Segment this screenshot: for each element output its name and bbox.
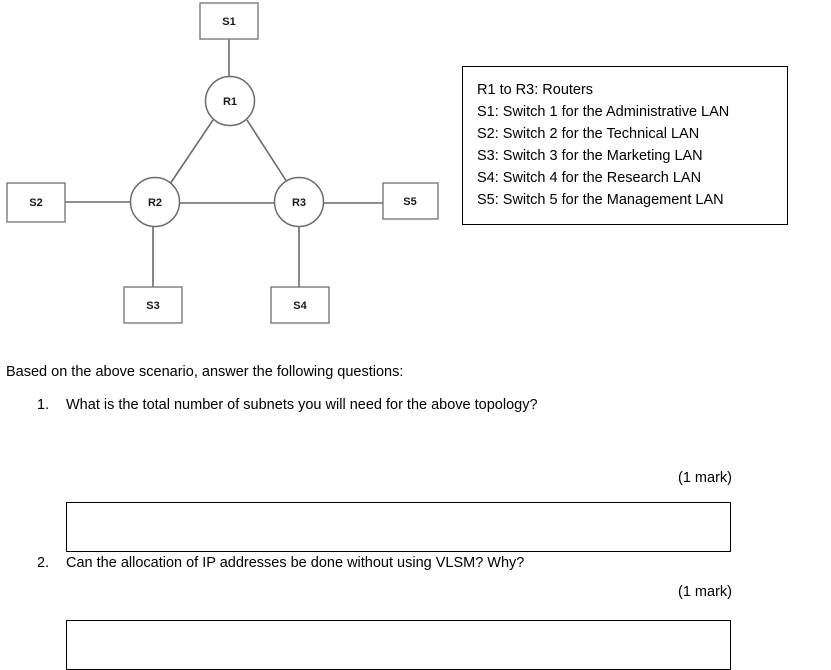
question-2-number: 2. <box>37 555 50 571</box>
legend-item-s2: S2: Switch 2 for the Technical LAN <box>477 126 700 142</box>
question-block-2: 2. Can the allocation of IP addresses be… <box>0 555 831 670</box>
link-r1-r2 <box>169 119 214 185</box>
link-r1-r3 <box>246 119 288 183</box>
switch-label-s3: S3 <box>146 300 159 312</box>
switch-label-s2: S2 <box>29 197 42 209</box>
topology-routers: R1 R2 R3 <box>129 75 325 228</box>
question-2-answer-box[interactable] <box>66 620 731 670</box>
switch-node-s1: S1 <box>199 2 259 40</box>
question-block-1: 1. What is the total number of subnets y… <box>0 397 831 552</box>
question-1-answer-box[interactable] <box>66 502 731 552</box>
legend-list: R1 to R3: Routers S1: Switch 1 for the A… <box>463 67 787 211</box>
router-node-r1: R1 <box>204 75 256 127</box>
legend-box: R1 to R3: Routers S1: Switch 1 for the A… <box>462 66 788 225</box>
question-1-marks: (1 mark) <box>678 470 732 486</box>
router-label-r2: R2 <box>148 197 162 209</box>
network-topology-diagram: S1 S2 S3 S4 S5 R1 <box>0 0 450 340</box>
legend-item-s4: S4: Switch 4 for the Research LAN <box>477 170 702 186</box>
switch-label-s1: S1 <box>222 16 235 28</box>
switch-node-s2: S2 <box>6 182 66 223</box>
switch-node-s3: S3 <box>123 286 183 324</box>
router-label-r3: R3 <box>292 197 306 209</box>
legend-item-s3: S3: Switch 3 for the Marketing LAN <box>477 148 703 164</box>
intro-text: Based on the above scenario, answer the … <box>6 364 404 380</box>
question-1-text: What is the total number of subnets you … <box>66 397 538 413</box>
switch-label-s4: S4 <box>293 300 307 312</box>
topology-links <box>65 39 383 287</box>
question-2-text: Can the allocation of IP addresses be do… <box>66 555 525 571</box>
switch-node-s5: S5 <box>382 182 439 220</box>
question-1-number: 1. <box>37 397 50 413</box>
switch-label-s5: S5 <box>403 196 416 208</box>
legend-item-routers: R1 to R3: Routers <box>477 82 594 98</box>
legend-item-s5: S5: Switch 5 for the Management LAN <box>477 192 724 208</box>
legend-item-s1: S1: Switch 1 for the Administrative LAN <box>477 104 730 120</box>
switch-node-s4: S4 <box>270 286 330 324</box>
router-node-r3: R3 <box>273 176 325 228</box>
router-node-r2: R2 <box>129 176 181 228</box>
question-2-marks: (1 mark) <box>678 584 732 600</box>
router-label-r1: R1 <box>223 96 237 108</box>
topology-switches: S1 S2 S3 S4 S5 <box>6 2 439 324</box>
